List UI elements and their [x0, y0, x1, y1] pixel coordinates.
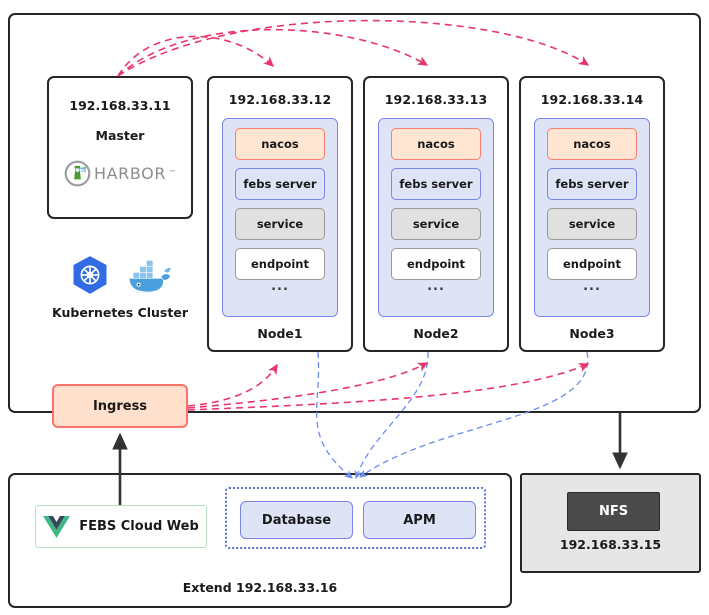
node-2-nacos-chip[interactable]: nacos [391, 128, 481, 160]
extend-services-group: Database APM [225, 487, 486, 549]
node-3-febs-server-chip[interactable]: febs server [547, 168, 637, 200]
node-2-service-chip[interactable]: service [391, 208, 481, 240]
node-1-febs-server-chip[interactable]: febs server [235, 168, 325, 200]
node-3-name: Node3 [569, 326, 615, 341]
extend-ip-label: Extend 192.168.33.16 [182, 580, 338, 595]
febs-cloud-web-box[interactable]: FEBS Cloud Web [35, 505, 207, 548]
node-1-pod-group: nacos febs server service endpoint ... [222, 118, 338, 317]
node-2-endpoint-chip[interactable]: endpoint [391, 248, 481, 280]
node-1-nacos-chip[interactable]: nacos [235, 128, 325, 160]
vue-logo-icon [43, 515, 71, 538]
kubernetes-cluster-frame [8, 13, 701, 413]
node-3-ip: 192.168.33.14 [540, 92, 644, 107]
node-1-ip: 192.168.33.12 [228, 92, 332, 107]
kubernetes-icon [73, 256, 107, 294]
master-node-box[interactable]: 192.168.33.11 Master HARBOR ™ [47, 76, 193, 219]
harbor-logo: HARBOR ™ [49, 156, 191, 190]
node-3-nacos-chip[interactable]: nacos [547, 128, 637, 160]
nfs-storage-frame[interactable]: NFS 192.168.33.15 [520, 473, 701, 573]
harbor-trademark: ™ [169, 169, 177, 177]
node-3-service-chip[interactable]: service [547, 208, 637, 240]
node-1-service-chip[interactable]: service [235, 208, 325, 240]
harbor-wordmark: HARBOR [93, 163, 167, 183]
nfs-chip[interactable]: NFS [567, 492, 660, 531]
node-1-name: Node1 [257, 326, 303, 341]
docker-icon [129, 260, 171, 293]
node-1-more-indicator: ... [271, 279, 289, 294]
worker-node-2[interactable]: 192.168.33.13 nacos febs server service … [363, 76, 509, 352]
database-chip[interactable]: Database [240, 501, 353, 539]
worker-node-3[interactable]: 192.168.33.14 nacos febs server service … [519, 76, 665, 352]
cluster-logos [47, 252, 193, 300]
master-ip: 192.168.33.11 [69, 98, 171, 113]
node-3-more-indicator: ... [583, 279, 601, 294]
node-2-pod-group: nacos febs server service endpoint ... [378, 118, 494, 317]
nfs-ip-label: 192.168.33.15 [559, 537, 662, 552]
node-3-pod-group: nacos febs server service endpoint ... [534, 118, 650, 317]
febs-cloud-web-label: FEBS Cloud Web [79, 519, 199, 534]
apm-chip[interactable]: APM [363, 501, 476, 539]
node-1-endpoint-chip[interactable]: endpoint [235, 248, 325, 280]
node-3-endpoint-chip[interactable]: endpoint [547, 248, 637, 280]
node-2-ip: 192.168.33.13 [384, 92, 488, 107]
ingress-box[interactable]: Ingress [52, 384, 188, 428]
node-2-more-indicator: ... [427, 279, 445, 294]
node-2-febs-server-chip[interactable]: febs server [391, 168, 481, 200]
harbor-mark-icon [64, 160, 91, 186]
worker-node-1[interactable]: 192.168.33.12 nacos febs server service … [207, 76, 353, 352]
extend-frame [8, 473, 512, 608]
master-role: Master [95, 128, 145, 143]
cluster-caption: Kubernetes Cluster [52, 305, 188, 320]
node-2-name: Node2 [413, 326, 459, 341]
